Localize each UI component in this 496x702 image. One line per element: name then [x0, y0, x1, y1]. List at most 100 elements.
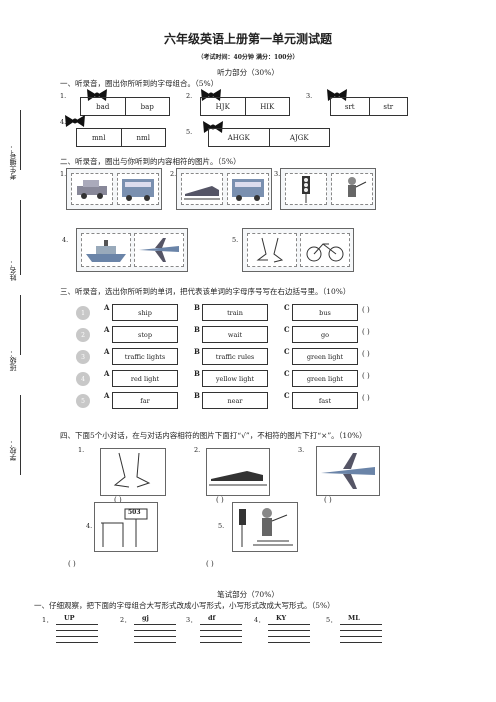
- option-b-word[interactable]: train: [202, 304, 268, 321]
- s1-item-4-option-b[interactable]: nml: [120, 129, 166, 146]
- car-picture: [71, 173, 113, 205]
- section-1-title: 一、听录音，圈出你所听到的字母组合。（5%）: [60, 79, 219, 88]
- option-b-word[interactable]: near: [202, 392, 268, 409]
- s4-answer-3[interactable]: ( ): [324, 496, 332, 504]
- s1-item-5-option-a[interactable]: AHGK: [227, 133, 250, 142]
- written-header: 笔试部分（70%）: [217, 590, 279, 599]
- answer-paren[interactable]: ( ): [362, 350, 370, 358]
- bus-picture: [227, 173, 269, 205]
- train-picture: [181, 173, 223, 205]
- policeman-picture: [331, 173, 373, 205]
- s4-picture-5: [232, 502, 298, 552]
- s1-item-2-option-a[interactable]: HJK: [215, 102, 230, 111]
- option-a-word[interactable]: traffic lights: [112, 348, 178, 365]
- option-c-letter: C: [284, 391, 290, 400]
- bike-icon: [306, 243, 344, 262]
- train-icon: [209, 471, 267, 486]
- section-5-title: 一、仔细观察，把下面的字母组合大写形式改成小写形式，小写形式改成大写形式。（5%…: [34, 601, 335, 610]
- s1-item-3-option-b[interactable]: str: [368, 98, 408, 115]
- plane-icon: [139, 238, 179, 262]
- option-a-word[interactable]: red light: [112, 370, 178, 387]
- answer-line[interactable]: [200, 624, 242, 625]
- answer-line[interactable]: [340, 624, 382, 625]
- walking-feet-icon: [113, 452, 151, 488]
- answer-line[interactable]: [268, 630, 310, 631]
- s2-num-2: 2.: [170, 170, 177, 178]
- option-c-word[interactable]: bus: [292, 304, 358, 321]
- option-c-word[interactable]: fast: [292, 392, 358, 409]
- answer-paren[interactable]: ( ): [362, 306, 370, 314]
- answer-line[interactable]: [56, 630, 98, 631]
- answer-line[interactable]: [134, 642, 176, 643]
- binding-margin: 考生编号： 姓名： 班级： 学校：: [0, 95, 26, 565]
- option-c-letter: C: [284, 303, 290, 312]
- answer-line[interactable]: [340, 630, 382, 631]
- option-b-word[interactable]: yellow light: [202, 370, 268, 387]
- s1-item-3-box: srt str: [330, 97, 408, 116]
- s2-picture-2[interactable]: [176, 168, 272, 210]
- answer-line[interactable]: [268, 624, 310, 625]
- section-3-title: 三、听录音，选出你所听到的单词，把代表该单词的字母序号写在右边括号里。（10%）: [60, 287, 351, 296]
- s1-item-2-option-b[interactable]: HIK: [244, 98, 290, 115]
- s4-answer-4[interactable]: ( ): [68, 560, 76, 568]
- s2-picture-5[interactable]: [242, 228, 354, 272]
- answer-paren[interactable]: ( ): [362, 394, 370, 402]
- item-number: 4．: [254, 616, 265, 624]
- s4-answer-5[interactable]: ( ): [206, 560, 214, 568]
- letter-group: gj: [142, 614, 149, 622]
- class-line: [20, 295, 21, 355]
- s1-item-3-option-a[interactable]: srt: [344, 102, 355, 111]
- answer-line[interactable]: [134, 630, 176, 631]
- answer-line[interactable]: [340, 636, 382, 637]
- option-a-word[interactable]: ship: [112, 304, 178, 321]
- school-label: 学校：: [9, 440, 17, 461]
- s1-item-1-option-b[interactable]: bap: [124, 98, 170, 115]
- policeman-traffic-light-icon: [239, 508, 293, 547]
- s4-num-2: 2.: [194, 446, 201, 454]
- option-a-word[interactable]: stop: [112, 326, 178, 343]
- s4-picture-1: [100, 448, 166, 496]
- item-number: 5．: [326, 616, 337, 624]
- letter-group: ML: [348, 614, 360, 622]
- option-b-letter: B: [194, 369, 200, 378]
- s1-item-4-num: 4.: [60, 118, 67, 126]
- s4-answer-1[interactable]: ( ): [114, 496, 122, 504]
- answer-paren[interactable]: ( ): [362, 328, 370, 336]
- option-c-letter: C: [284, 369, 290, 378]
- option-c-word[interactable]: go: [292, 326, 358, 343]
- option-b-word[interactable]: traffic rules: [202, 348, 268, 365]
- answer-line[interactable]: [56, 624, 98, 625]
- option-b-word[interactable]: wait: [202, 326, 268, 343]
- option-a-word[interactable]: far: [112, 392, 178, 409]
- s1-item-1-option-a[interactable]: bad: [96, 102, 110, 111]
- s4-answer-2[interactable]: ( ): [216, 496, 224, 504]
- s2-picture-4[interactable]: [76, 228, 188, 272]
- s1-item-3-num: 3.: [306, 92, 313, 100]
- s1-item-4-option-a[interactable]: mnl: [92, 133, 106, 142]
- answer-paren[interactable]: ( ): [362, 372, 370, 380]
- answer-line[interactable]: [268, 636, 310, 637]
- row-number-badge: 1: [76, 306, 90, 320]
- answer-line[interactable]: [200, 636, 242, 637]
- traffic-light-picture: [285, 173, 327, 205]
- answer-line[interactable]: [56, 642, 98, 643]
- s2-picture-1[interactable]: [66, 168, 162, 210]
- exam-no-label: 考生编号：: [9, 145, 17, 180]
- traffic-light-icon: [302, 176, 310, 203]
- bow-icon: [327, 89, 347, 101]
- answer-line[interactable]: [268, 642, 310, 643]
- s4-num-3: 3.: [298, 446, 305, 454]
- option-c-word[interactable]: green light: [292, 370, 358, 387]
- s2-picture-3[interactable]: [280, 168, 376, 210]
- answer-line[interactable]: [134, 624, 176, 625]
- plane-picture: [134, 233, 184, 267]
- letter-group: df: [208, 614, 216, 622]
- answer-line[interactable]: [200, 642, 242, 643]
- answer-line[interactable]: [340, 642, 382, 643]
- answer-line[interactable]: [56, 636, 98, 637]
- s1-item-5-option-b[interactable]: AJGK: [268, 129, 330, 146]
- answer-line[interactable]: [200, 630, 242, 631]
- bow-icon: [87, 89, 107, 101]
- answer-line[interactable]: [134, 636, 176, 637]
- option-c-word[interactable]: green light: [292, 348, 358, 365]
